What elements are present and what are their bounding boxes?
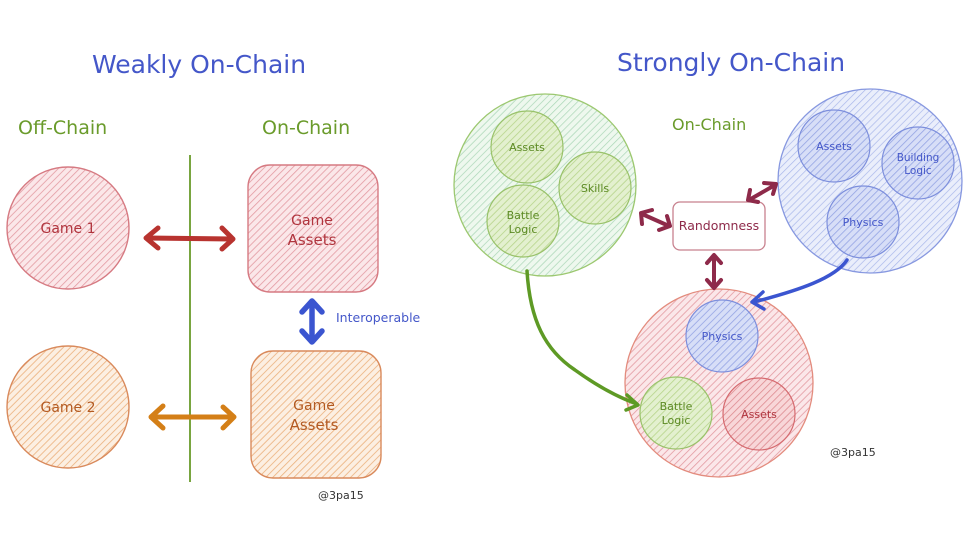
off-chain-label: Off-Chain: [18, 117, 107, 139]
game-assets-2-node[interactable]: Game Assets: [250, 350, 382, 479]
on-chain-label-left: On-Chain: [262, 117, 350, 139]
green-assets-node[interactable]: Assets: [490, 110, 564, 184]
blue-world[interactable]: Assets Building Logic Physics: [777, 88, 963, 274]
game-assets-1-node[interactable]: Game Assets: [247, 164, 379, 293]
green-battle-logic-line1: Battle: [507, 209, 540, 222]
randomness-blue-arrow: [746, 181, 778, 204]
green-skills-label: Skills: [581, 182, 610, 195]
weakly-on-chain-panel: Weakly On-Chain Off-Chain On-Chain Game …: [6, 50, 421, 502]
green-skills-node[interactable]: Skills: [558, 151, 632, 225]
game2-assets-link-arrow: [148, 403, 237, 431]
strongly-credit: @3pa15: [830, 446, 876, 459]
strongly-title: Strongly On-Chain: [617, 48, 845, 77]
game1-node[interactable]: Game 1: [6, 166, 130, 290]
green-battle-logic-line2: Logic: [509, 223, 538, 236]
pink-assets-node[interactable]: Assets: [722, 377, 796, 451]
game1-label: Game 1: [40, 221, 95, 237]
game-assets-2-line1: Game: [293, 398, 335, 414]
pink-battle-logic-line2: Logic: [662, 414, 691, 427]
blue-physics-node[interactable]: Physics: [826, 185, 900, 259]
randomness-node[interactable]: Randomness: [672, 201, 766, 251]
blue-physics-transfer-arrow: [750, 258, 849, 311]
on-chain-label-right: On-Chain: [672, 115, 746, 134]
randomness-pink-arrow: [705, 253, 723, 290]
pink-assets-label: Assets: [741, 408, 777, 421]
randomness-label: Randomness: [679, 218, 759, 233]
weakly-title: Weakly On-Chain: [92, 50, 306, 79]
game1-assets-link-arrow: [143, 225, 236, 252]
weakly-credit: @3pa15: [318, 489, 364, 502]
game-assets-1-line1: Game: [291, 213, 333, 229]
blue-building-logic-line2: Logic: [904, 165, 932, 177]
blue-building-logic-node[interactable]: Building Logic: [881, 126, 955, 200]
strongly-on-chain-panel: Strongly On-Chain On-Chain Assets Skills…: [453, 48, 963, 478]
game2-label: Game 2: [40, 400, 95, 416]
pink-physics-label: Physics: [702, 330, 743, 343]
game-assets-1-line2: Assets: [288, 231, 337, 249]
blue-physics-label: Physics: [843, 216, 884, 229]
randomness-green-arrow: [639, 208, 672, 232]
blue-assets-node[interactable]: Assets: [797, 109, 871, 183]
interoperable-label: Interoperable: [336, 310, 421, 325]
interoperable-arrow: [299, 298, 325, 345]
green-battle-logic-node[interactable]: Battle Logic: [486, 184, 560, 258]
blue-assets-label: Assets: [816, 140, 852, 153]
pink-battle-logic-node[interactable]: Battle Logic: [639, 376, 713, 450]
pink-world[interactable]: Physics Battle Logic Assets: [624, 288, 814, 478]
green-world[interactable]: Assets Skills Battle Logic: [453, 93, 637, 277]
game2-node[interactable]: Game 2: [6, 345, 130, 469]
pink-battle-logic-line1: Battle: [660, 400, 693, 413]
green-assets-label: Assets: [509, 141, 545, 154]
pink-physics-node[interactable]: Physics: [685, 299, 759, 373]
game-assets-2-line2: Assets: [290, 416, 339, 434]
green-battle-logic-transfer-arrow: [525, 269, 640, 412]
blue-building-logic-line1: Building: [897, 152, 940, 164]
